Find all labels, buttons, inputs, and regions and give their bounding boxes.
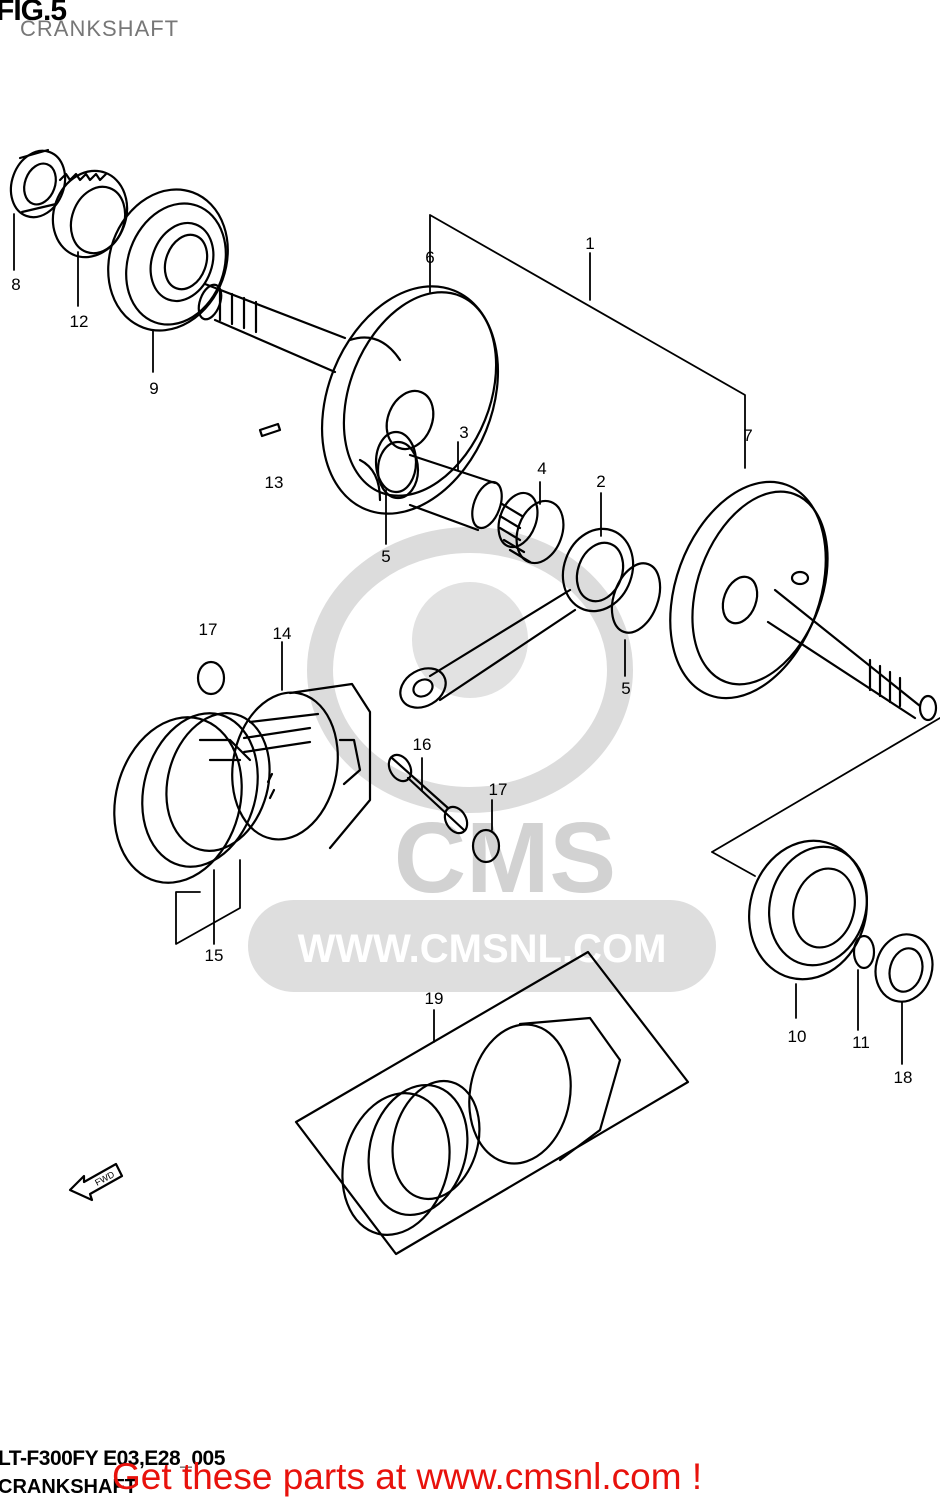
page-subtitle: CRANKSHAFT bbox=[20, 16, 180, 41]
watermark-brand: CMS bbox=[394, 802, 616, 914]
section-name: CRANKSHAFT bbox=[0, 1476, 137, 1498]
callout-18: 18 bbox=[894, 1068, 913, 1087]
callout-1: 1 bbox=[585, 234, 594, 253]
crank-web-6 bbox=[320, 285, 500, 515]
callouts: 1 2 3 4 5 5 6 7 8 9 10 11 12 13 14 15 16… bbox=[11, 234, 912, 1087]
cta-link[interactable]: Get these parts at www.cmsnl.com ! bbox=[112, 1456, 703, 1497]
callout-17a: 17 bbox=[199, 620, 218, 639]
callout-13: 13 bbox=[265, 473, 284, 492]
fig-label: FIG.5 bbox=[0, 0, 67, 27]
callout-15: 15 bbox=[205, 946, 224, 965]
callout-11: 11 bbox=[852, 1033, 870, 1052]
callout-2: 2 bbox=[596, 472, 605, 491]
callout-6: 6 bbox=[425, 248, 434, 267]
bearing-10 bbox=[748, 839, 868, 981]
fwd-arrow-icon bbox=[68, 1162, 124, 1202]
callout-4: 4 bbox=[537, 459, 546, 478]
needle-bearing-4 bbox=[497, 491, 565, 565]
oil-seal-18 bbox=[874, 933, 934, 1003]
callout-10: 10 bbox=[788, 1027, 807, 1046]
callout-16: 16 bbox=[413, 735, 432, 754]
callout-12: 12 bbox=[70, 312, 89, 331]
callout-14: 14 bbox=[273, 624, 292, 643]
callout-5: 5 bbox=[381, 547, 390, 566]
crankshaft-right bbox=[766, 588, 938, 722]
callout-9: 9 bbox=[149, 379, 158, 398]
model-code: LT-F300FY E03,E28_005 bbox=[0, 1447, 225, 1470]
callout-17b: 17 bbox=[489, 780, 508, 799]
oil-seal-8 bbox=[9, 148, 67, 219]
piston-set-19 bbox=[294, 950, 690, 1256]
washer-5-left bbox=[374, 430, 418, 494]
circlip-17b bbox=[471, 828, 501, 864]
crank-web-7 bbox=[669, 480, 829, 700]
callout-7: 7 bbox=[743, 426, 752, 445]
gear-12 bbox=[51, 169, 129, 259]
piston-pin-16 bbox=[387, 753, 469, 835]
callout-5b: 5 bbox=[621, 679, 630, 698]
callout-19: 19 bbox=[425, 989, 444, 1008]
washer-5-right bbox=[610, 562, 662, 634]
watermark-url: WWW.CMSNL.COM bbox=[298, 927, 667, 971]
callout-8: 8 bbox=[11, 275, 20, 294]
crankshaft-left bbox=[197, 282, 347, 374]
oring-11 bbox=[852, 934, 876, 970]
watermark: CMS WWW.CMSNL.COM bbox=[248, 527, 716, 992]
callout-3: 3 bbox=[459, 423, 468, 442]
piston-rings-15 bbox=[113, 712, 271, 884]
circlip-17a bbox=[196, 660, 226, 696]
crank-pin-3 bbox=[408, 453, 503, 532]
conrod-2 bbox=[399, 527, 635, 709]
key-13 bbox=[258, 422, 282, 438]
leader-lines bbox=[13, 213, 940, 1065]
bearing-9 bbox=[107, 188, 229, 332]
piston-14 bbox=[231, 682, 372, 850]
